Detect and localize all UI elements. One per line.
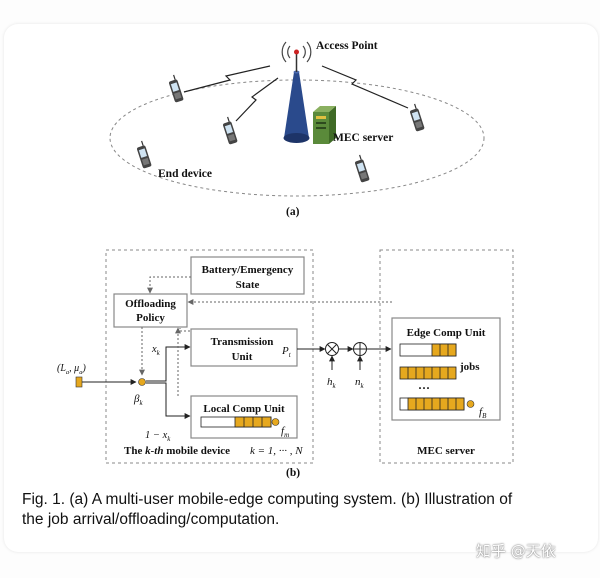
edge-cpu-node (466, 400, 475, 408)
tx-label-line1: Transmission (211, 336, 274, 348)
phone-icon (137, 140, 152, 169)
transmission-unit-box (190, 328, 298, 367)
jobs-label: jobs (459, 361, 480, 373)
one-minus-x-k-symbol: 1 − xk (145, 430, 171, 443)
wireless-links (183, 65, 409, 122)
system-diagram: Access Point MEC server (57, 40, 514, 479)
local-queue (200, 416, 272, 428)
panel-a-label: (a) (286, 206, 300, 218)
phone-icon (410, 103, 425, 132)
end-device-label: End device (158, 168, 212, 180)
mobile-device-region (105, 249, 314, 464)
caption-line-2: the job arrival/offloading/computation. (22, 511, 280, 528)
mec-server-region-label: MEC server (417, 445, 475, 457)
access-point-label: Access Point (316, 40, 378, 52)
split-node (138, 378, 146, 386)
mobile-device-label: The k-th mobile device (124, 445, 230, 457)
arrival-rate-symbol: (La, μa) (57, 363, 86, 376)
battery-label-line2: State (236, 279, 260, 291)
access-point-icon (281, 41, 312, 143)
phone-icon (355, 154, 370, 183)
n-k-symbol: nk (355, 376, 365, 390)
local-unit-label: Local Comp Unit (203, 403, 285, 415)
h-k-symbol: hk (327, 376, 337, 390)
panel-b: Battery/Emergency State Offloading Polic… (57, 249, 514, 479)
edge-queue-2 (399, 366, 457, 380)
watermark: 知乎 @天依 (476, 542, 556, 560)
mec-server-icon (313, 106, 336, 144)
edge-unit-label: Edge Comp Unit (407, 327, 486, 339)
edge-queue-3 (399, 397, 465, 411)
caption-line-1: Fig. 1. (a) A multi-user mobile-edge com… (22, 491, 513, 508)
offloading-policy-box (113, 293, 188, 328)
mec-server-label: MEC server (333, 132, 393, 144)
beta-symbol: βk (133, 393, 143, 407)
phone-icon (169, 74, 184, 103)
x-k-symbol: xk (151, 344, 161, 357)
queue-ellipsis: ··· (418, 381, 430, 395)
coverage-area (109, 79, 485, 197)
tx-label-line2: Unit (232, 351, 253, 363)
k-range-label: k = 1, ··· , N (250, 445, 303, 457)
local-cpu-node (271, 418, 280, 426)
battery-label-line1: Battery/Emergency (202, 264, 294, 276)
panel-a: Access Point MEC server (109, 40, 485, 218)
multiply-node (325, 342, 339, 356)
panel-b-label: (b) (286, 467, 300, 479)
edge-queue-1 (399, 343, 457, 357)
edge-freq-symbol: fB (479, 406, 487, 420)
battery-state-box (190, 256, 305, 295)
mec-server-region (379, 249, 514, 464)
local-freq-symbol: fm (281, 425, 289, 439)
add-node (353, 342, 367, 356)
phone-icon (223, 116, 238, 145)
arrival-job (75, 376, 83, 388)
policy-label-line1: Offloading (125, 298, 176, 310)
policy-label-line2: Policy (136, 312, 165, 324)
tx-power-symbol: Pt (281, 345, 292, 359)
figure-caption: Fig. 1. (a) A multi-user mobile-edge com… (22, 490, 582, 530)
